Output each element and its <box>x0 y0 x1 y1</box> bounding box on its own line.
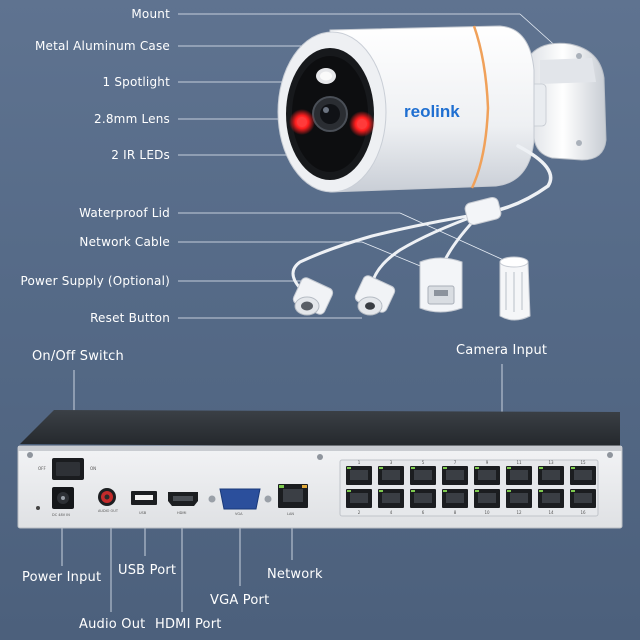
hdmi-port: HDMI <box>168 492 198 515</box>
svg-text:VGA: VGA <box>235 512 243 516</box>
poe-port-socket <box>542 470 560 480</box>
poe-port-number: 11 <box>516 460 522 465</box>
poe-port-socket <box>574 493 592 503</box>
poe-port-number: 13 <box>548 460 554 465</box>
label-audio-out: Audio Out <box>79 617 146 632</box>
poe-port-number: 12 <box>516 510 522 515</box>
poe-port-number: 15 <box>580 460 586 465</box>
label-mount: Mount <box>131 7 170 21</box>
label-network: Network <box>267 567 323 582</box>
poe-port-number: 10 <box>484 510 490 515</box>
poe-port-number: 14 <box>548 510 554 515</box>
power-connector <box>292 277 334 316</box>
svg-text:LAN: LAN <box>287 512 294 516</box>
poe-port-led <box>507 490 511 492</box>
label-network-cable: Network Cable <box>79 235 170 249</box>
poe-port-led <box>411 490 415 492</box>
poe-port-socket <box>382 470 400 480</box>
poe-port-led <box>379 467 383 469</box>
label-usb-port: USB Port <box>118 563 177 578</box>
svg-text:AUDIO OUT: AUDIO OUT <box>98 509 119 513</box>
label-spotlight: 1 Spotlight <box>102 75 170 89</box>
poe-port-socket <box>478 493 496 503</box>
poe-port-number: 1 <box>358 460 361 465</box>
poe-port-number: 4 <box>390 510 393 515</box>
network-connector <box>419 257 463 313</box>
poe-port-led <box>347 490 351 492</box>
poe-port-socket <box>350 493 368 503</box>
label-on-off-switch: On/Off Switch <box>32 349 124 364</box>
poe-port-socket <box>510 470 528 480</box>
poe-port-led <box>507 467 511 469</box>
label-vga-port: VGA Port <box>210 593 270 608</box>
poe-port-led <box>571 490 575 492</box>
label-metal-case: Metal Aluminum Case <box>35 39 170 53</box>
poe-port-socket <box>382 493 400 503</box>
label-ir-leds: 2 IR LEDs <box>111 148 170 162</box>
camera-body <box>277 25 535 193</box>
label-lens: 2.8mm Lens <box>94 112 170 126</box>
svg-text:USB: USB <box>139 511 147 515</box>
poe-port-number: 2 <box>358 510 361 515</box>
poe-port-led <box>539 467 543 469</box>
poe-port-led <box>475 490 479 492</box>
poe-port-socket <box>574 470 592 480</box>
svg-text:HDMI: HDMI <box>177 511 186 515</box>
label-power-supply: Power Supply (Optional) <box>20 274 170 288</box>
camera-leader-lines <box>178 13 561 319</box>
power-switch: OFF ON <box>38 458 96 480</box>
audio-out-jack: AUDIO OUT <box>98 488 119 513</box>
poe-port-socket <box>510 493 528 503</box>
vga-port: VGA <box>208 488 272 516</box>
poe-port-number: 9 <box>486 460 489 465</box>
reset-connector <box>354 275 396 316</box>
label-waterproof-lid: Waterproof Lid <box>79 206 170 220</box>
svg-text:DC 48V IN: DC 48V IN <box>52 513 70 517</box>
reolink-logo: reolink <box>404 102 460 121</box>
poe-port-socket <box>478 470 496 480</box>
usb-port: USB <box>131 491 157 515</box>
svg-text:ON: ON <box>90 466 96 471</box>
label-power-input: Power Input <box>22 570 102 585</box>
poe-port-socket <box>446 470 464 480</box>
poe-port-socket <box>414 470 432 480</box>
poe-port-socket <box>414 493 432 503</box>
poe-port-led <box>443 490 447 492</box>
brand-text: reolink <box>404 102 460 121</box>
lan-port: LAN <box>278 484 308 516</box>
poe-port-number: 7 <box>454 460 457 465</box>
label-camera-input: Camera Input <box>456 343 548 358</box>
poe-port-led <box>347 467 351 469</box>
poe-port-number: 16 <box>580 510 586 515</box>
poe-port-led <box>571 467 575 469</box>
poe-port-led <box>475 467 479 469</box>
poe-port-number: 6 <box>422 510 425 515</box>
label-hdmi-port: HDMI Port <box>155 617 222 632</box>
poe-port-socket <box>350 470 368 480</box>
poe-port-number: 5 <box>422 460 425 465</box>
poe-port-number: 8 <box>454 510 457 515</box>
poe-port-number: 3 <box>390 460 393 465</box>
cable-splitter <box>464 196 502 226</box>
poe-port-socket <box>446 493 464 503</box>
svg-text:OFF: OFF <box>38 466 46 471</box>
poe-port-led <box>443 467 447 469</box>
waterproof-lid <box>499 256 531 321</box>
poe-port-socket <box>542 493 560 503</box>
poe-port-led <box>379 490 383 492</box>
label-reset-button: Reset Button <box>90 311 170 325</box>
poe-port-led <box>411 467 415 469</box>
dc-power-jack: DC 48V IN <box>36 487 74 517</box>
poe-port-led <box>539 490 543 492</box>
